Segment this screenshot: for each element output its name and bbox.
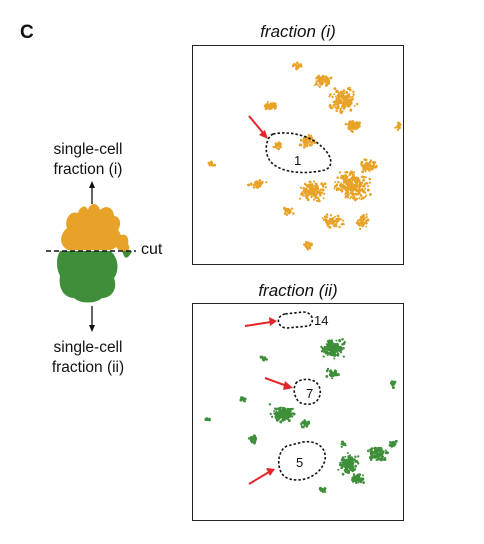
red-arrow-7: [264, 377, 293, 390]
cluster-5-outline: [277, 440, 327, 481]
tsne-plot-fraction-ii: 14 7 5: [192, 303, 404, 521]
plot-title-fraction-i: fraction (i): [260, 22, 336, 41]
scatter-fraction-ii: 14 7 5: [204, 311, 398, 494]
cluster-5-label: 5: [296, 455, 303, 470]
plot-title-fraction-ii: fraction (ii): [258, 281, 338, 300]
cluster-7-outline: [293, 378, 321, 406]
cells-fraction-ii: [204, 338, 398, 494]
cut-label: cut: [141, 241, 163, 258]
tsne-plot-fraction-i: 1: [192, 45, 404, 265]
red-arrow-5: [248, 468, 275, 485]
cluster-14-outline: [277, 311, 314, 329]
fraction-ii-tissue: [57, 251, 132, 303]
scatter-fraction-i: 1: [207, 61, 402, 251]
cluster-1-outline: [265, 132, 332, 174]
cluster-1-label: 1: [294, 153, 301, 168]
down-arrow-head: [89, 325, 95, 332]
red-arrow-14: [244, 317, 277, 327]
fraction-i-tissue: [61, 204, 130, 252]
cluster-7-label: 7: [306, 386, 313, 401]
panel-letter: C: [20, 22, 34, 43]
up-arrow-head: [89, 181, 95, 188]
tissue-schematic: [46, 181, 136, 332]
cells-fraction-i: [207, 61, 402, 251]
red-arrow: [248, 115, 268, 139]
cluster-14-label: 14: [314, 313, 328, 328]
